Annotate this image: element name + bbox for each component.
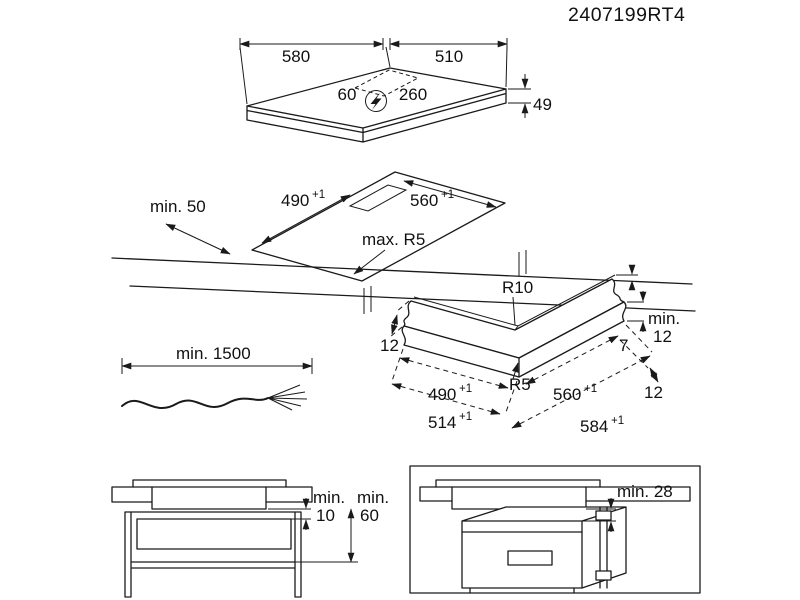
corner-detail-view: R10 R5 12 min. 12 7 12 490 +1 560 +1 514… [380,264,680,436]
corner-outer-width-label: 584 [580,417,608,436]
corner-min-thickness-label: 12 [653,327,672,346]
cutout-radius-label: max. R5 [362,230,425,249]
corner-inner-depth-tolerance: +1 [459,383,472,395]
corner-ledge-width-label: 12 [380,336,399,355]
oven-section-border [409,465,701,594]
hob-body-edges [246,88,507,143]
corner-inner-width-tolerance: +1 [584,383,597,395]
cable-length-label: min. 1500 [176,344,251,363]
mains-cable-view: min. 1500 [121,344,313,411]
corner-bottom-radius-label: R5 [509,375,531,394]
corner-bottom-radius-leader [511,362,519,380]
cutout-terminal-zone [348,184,408,212]
hob-height-label: 49 [533,95,552,114]
part-number: 2407199RT4 [568,4,685,26]
terminal-right-label: 260 [399,85,427,104]
corner-outer-depth-label: 514 [428,413,456,432]
corner-outer-depth-dimension [391,383,501,415]
terminal-left-label: 60 [338,85,357,104]
corner-top-radius-label: R10 [502,278,533,297]
cable-dimension-ticks [121,358,313,374]
cutout-width-tolerance: +1 [441,189,454,201]
cutout-clearance-dimension-line [165,223,231,255]
cable-curve [121,397,269,410]
worktop-cutout-view: min. 50 490 +1 560 +1 max. R5 [111,171,696,314]
hob-width-label: 580 [282,47,310,66]
oven-section-hob-glass [435,479,601,488]
corner-ledge-width-dimension [391,314,398,335]
corner-inner-depth-dimension [399,357,509,389]
oven-clearance-label: min. 28 [617,482,673,501]
oven-section-hob-tub [451,486,587,510]
oven-handle [507,550,553,566]
oven-hinge-bottom [595,570,612,581]
hob-depth-label: 510 [435,47,463,66]
corner-inner-depth-label: 490 [428,385,456,404]
corner-extension-dashes [389,300,653,413]
section-worktop [111,486,313,503]
corner-right-extension-lines [616,274,644,322]
corner-edge-width-label: 12 [644,383,663,402]
cutout-clearance-label: min. 50 [150,197,206,216]
oven-section-view: min. 28 [409,465,701,594]
cutout-depth-dimension-line [261,194,351,244]
section-extension-lines [268,508,358,563]
corner-outer-depth-tolerance: +1 [459,411,472,423]
cutout-depth-label: 490 [281,191,309,210]
oven-body [461,506,627,589]
projection-tick-lines [363,250,527,314]
corner-radius-leaders [512,296,516,326]
section-hob-tub [151,486,267,510]
section-cabinet [124,511,302,598]
cabinet-section-view: min. 10 min. 60 [111,479,389,598]
hob-isometric-view: 580 510 49 60 260 [239,38,552,143]
oven-side-panel-lines [469,506,608,594]
oven-clearance-extension-lines [582,508,616,522]
oven-hinge-top [595,510,612,521]
corner-outer-width-tolerance: +1 [611,415,624,427]
cutout-outline [251,171,506,282]
corner-min-label: min. [648,309,680,328]
cutout-width-label: 560 [410,191,438,210]
cutout-radius-leader [353,249,386,275]
corner-inner-width-label: 560 [553,385,581,404]
section-hob-glass [132,479,287,488]
lightning-bolt-icon [370,92,382,110]
cable-wire-ends [267,384,308,411]
electrical-connection-symbol [365,90,387,112]
cutout-width-dimension-line [403,180,497,208]
section-drawer [136,518,292,550]
gap-min-label: min. [313,488,345,507]
corner-piece-step-lines [413,274,616,331]
corner-outer-width-dimension [511,355,651,429]
cutout-depth-tolerance: +1 [312,189,325,201]
vent-min-label: min. [357,488,389,507]
oven-section-worktop [419,486,691,502]
corner-step-depth-label: 7 [619,336,628,355]
vent-value-label: 60 [360,506,379,525]
gap-value-label: 10 [316,506,335,525]
corner-edge-width-dimension [649,367,659,383]
